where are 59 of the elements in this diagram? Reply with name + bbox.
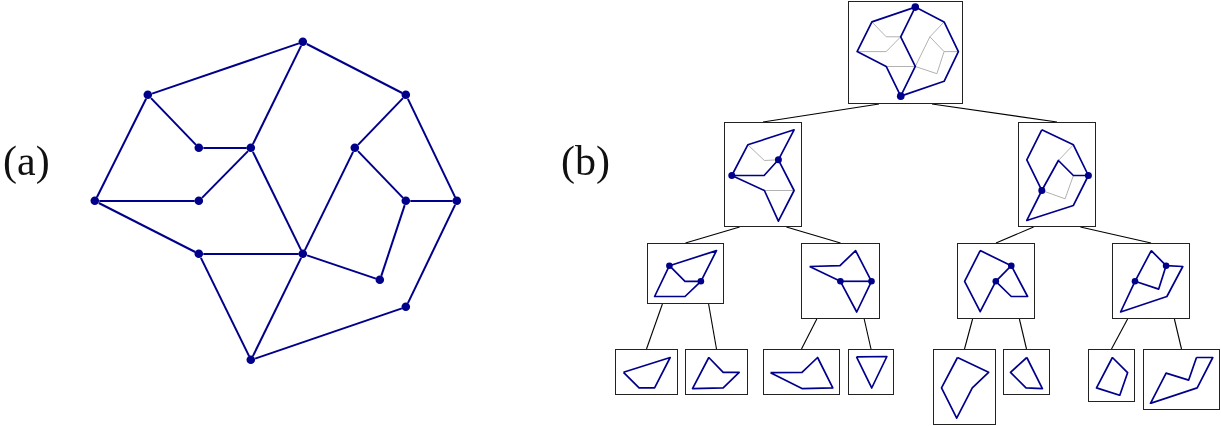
subgraph-panel [1143,349,1220,410]
vertex-dot [194,196,204,206]
graph-edge [201,150,249,199]
graph-edge [303,150,355,252]
tree-line [1173,318,1183,350]
tree-line [995,226,1035,244]
graph-edge [251,256,303,358]
graph-edge [251,44,303,146]
tree-line [800,318,818,350]
tree-line [863,318,872,350]
graph-edge [409,200,454,202]
tree-line [785,226,842,244]
panel-label: (a) [3,140,50,182]
graph-edge [380,204,406,277]
graph-edge [357,150,404,199]
subgraph-panel [1003,349,1050,395]
vertex-dot [298,249,308,259]
vertex-dot [375,275,385,285]
graph-edge [251,150,303,252]
subgraph-panel [615,349,678,395]
graph-edge [305,43,404,94]
tree-line [684,226,741,244]
graph-edge [150,97,197,146]
graph-edge [406,97,457,199]
vertex-dot [350,143,360,153]
graph-edge [357,97,404,146]
subgraph-panel [763,349,840,395]
panel-label: (b) [561,140,610,182]
tree-line [1079,226,1152,244]
vertex-dot [194,143,204,153]
tree-line [708,303,718,350]
graph-edge [97,202,197,253]
vertex-dot [401,196,411,206]
subgraph-panel [933,349,996,425]
tree-line [1110,318,1129,350]
graph-edge [202,147,248,149]
graph-edge [406,203,457,305]
vertex-dot [298,37,308,47]
subgraph-panel [685,349,748,395]
subgraph-panel [848,349,894,395]
graph-edge [199,256,251,358]
graph-edge [254,307,403,360]
vertex-dot [194,249,204,259]
vertex-dot [246,143,256,153]
graph-edge [202,253,300,255]
graph-edge [306,254,377,280]
graph-edge [95,97,148,199]
tree-line [963,318,974,350]
vertex-dot [401,302,411,312]
tree-line [645,303,663,350]
vertex-dot [246,355,256,365]
tree-line [1018,318,1028,350]
subgraph-panel [1088,349,1135,402]
vertex-dot [452,196,462,206]
vertex-dot [401,90,411,100]
graph-edge [98,200,196,202]
graph-edge [151,42,300,95]
vertex-dot [90,196,100,206]
vertex-dot [143,90,153,100]
